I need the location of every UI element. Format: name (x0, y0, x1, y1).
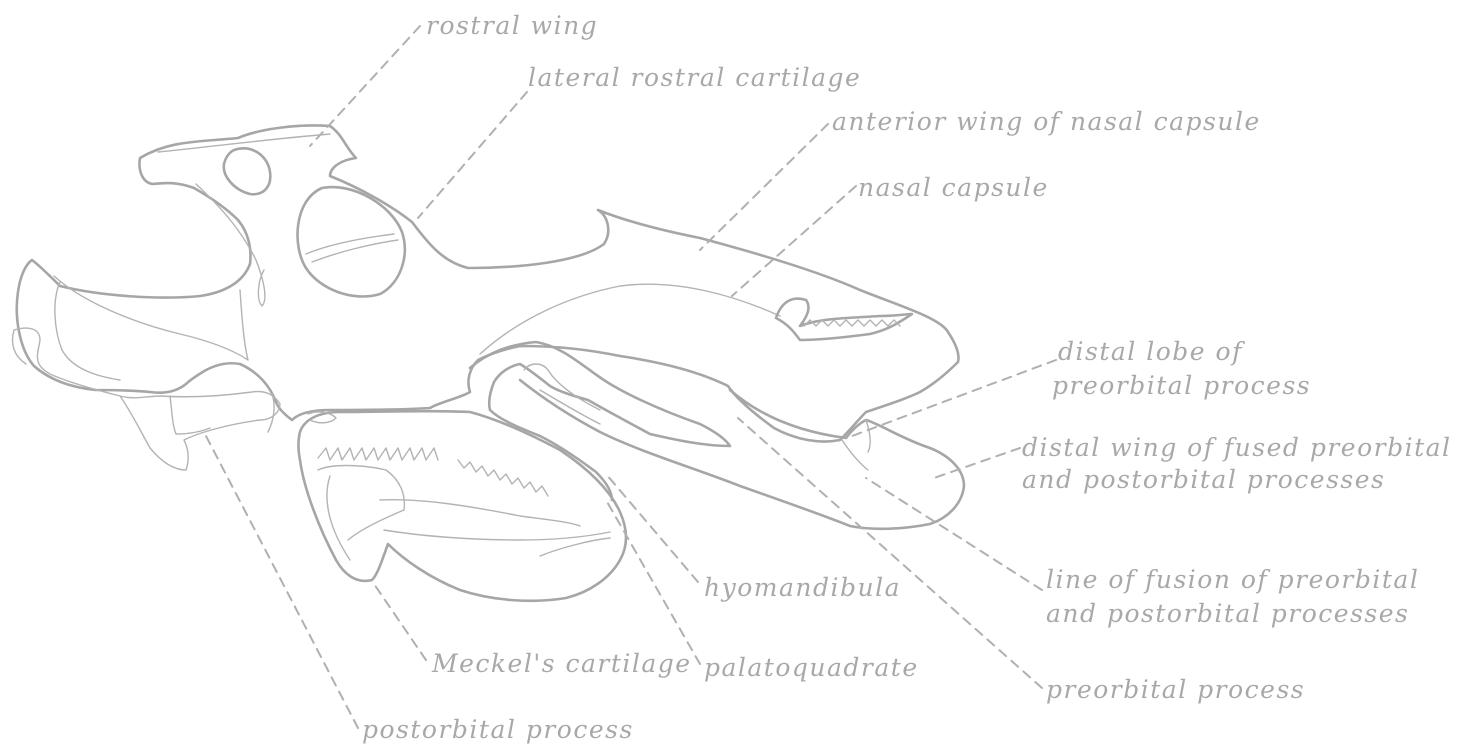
label-anterior-wing-nasal-capsule: anterior wing of nasal capsule (832, 107, 1261, 136)
leader-hyomandibula (606, 474, 698, 582)
leader-meckels-cartilage (374, 584, 426, 660)
label-distal-lobe-line1: distal lobe of (1058, 337, 1245, 366)
leader-distal-wing (934, 448, 1020, 478)
label-hyomandibula: hyomandibula (704, 573, 901, 602)
nasal-capsule-edge (776, 299, 912, 340)
jaw-inner-lines (318, 466, 610, 561)
label-lateral-rostral-cartilage: lateral rostral cartilage (528, 63, 861, 92)
label-rostral-wing: rostral wing (426, 11, 598, 40)
leader-distal-lobe (852, 360, 1056, 436)
fenestra-inner-line (306, 234, 398, 262)
label-postorbital-process: postorbital process (362, 715, 634, 744)
hyomandibula-inner (524, 364, 600, 424)
labels: rostral wing lateral rostral cartilage a… (362, 11, 1452, 744)
leader-rostral-wing (310, 26, 420, 146)
rear-appendage (13, 328, 281, 470)
leader-lateral-rostral-cartilage (418, 92, 527, 218)
label-preorbital-process: preorbital process (1046, 675, 1305, 704)
label-meckels-cartilage: Meckel's cartilage (431, 649, 692, 678)
leader-anterior-wing (700, 124, 828, 250)
leader-postorbital-process (206, 436, 358, 728)
leader-preorbital-process (738, 418, 1042, 688)
label-distal-wing-line2: and postorbital processes (1022, 465, 1385, 494)
rostral-fenestra (224, 148, 271, 194)
skull-drawing (13, 126, 965, 601)
label-palatoquadrate: palatoquadrate (704, 653, 919, 682)
label-nasal-capsule: nasal capsule (858, 173, 1049, 202)
label-line-of-fusion-line2: and postorbital processes (1046, 599, 1409, 628)
hyomandibula-shape (470, 342, 730, 500)
rostrum-inner-lines (54, 134, 330, 380)
label-distal-lobe-line2: preorbital process (1052, 371, 1311, 400)
label-distal-wing-line1: distal wing of fused preorbital (1022, 433, 1452, 462)
label-line-of-fusion-line1: line of fusion of preorbital (1046, 565, 1419, 594)
neurocranium-outline (17, 126, 959, 442)
jaw-tooth-row (318, 448, 548, 496)
leader-palatoquadrate (606, 500, 700, 664)
